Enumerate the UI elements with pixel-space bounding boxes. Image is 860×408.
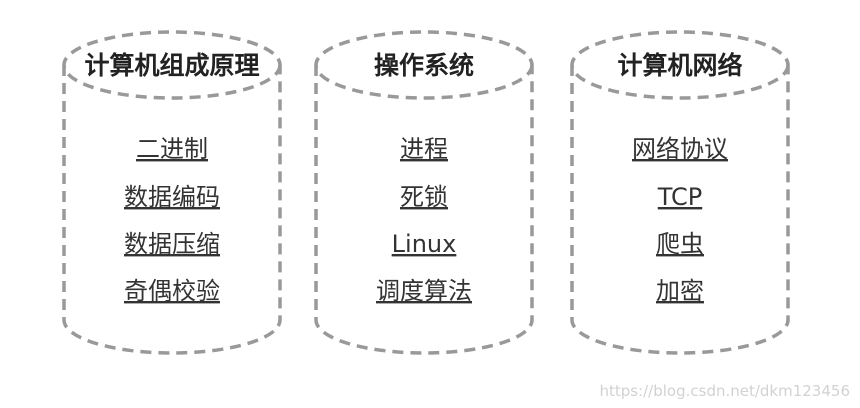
topic-link-data-encoding[interactable]: 数据编码 [124, 183, 220, 211]
topic-link-crawler[interactable]: 爬虫 [656, 230, 704, 258]
cylinder-top-ellipse [62, 30, 282, 100]
cylinder-top-ellipse [570, 30, 790, 100]
cylinder-outline [570, 65, 790, 355]
topic-link-linux[interactable]: Linux [392, 230, 457, 258]
cylinder-computer-network: 计算机网络 网络协议 TCP 爬虫 加密 [570, 30, 790, 355]
cylinder-outline [62, 65, 282, 355]
cylinder-title: 计算机组成原理 [84, 51, 259, 80]
cylinder-title: 计算机网络 [617, 51, 742, 80]
cylinder-top-ellipse [314, 30, 534, 100]
cylinder-outline [314, 65, 534, 355]
topic-link-data-compression[interactable]: 数据压缩 [124, 230, 220, 258]
topic-link-deadlock[interactable]: 死锁 [400, 183, 448, 211]
watermark: https://blog.csdn.net/dkm123456 [599, 382, 850, 400]
topic-link-scheduling-algorithm[interactable]: 调度算法 [376, 277, 472, 305]
topic-link-process[interactable]: 进程 [400, 135, 448, 163]
topic-link-parity-check[interactable]: 奇偶校验 [124, 277, 220, 305]
topic-link-tcp[interactable]: TCP [657, 183, 702, 211]
cylinder-operating-system: 操作系统 进程 死锁 Linux 调度算法 [314, 30, 534, 355]
topic-link-binary[interactable]: 二进制 [136, 135, 208, 163]
topic-link-encryption[interactable]: 加密 [656, 277, 704, 305]
cylinder-title: 操作系统 [374, 51, 474, 80]
topic-link-network-protocol[interactable]: 网络协议 [632, 135, 728, 163]
cylinder-computer-organization: 计算机组成原理 二进制 数据编码 数据压缩 奇偶校验 [62, 30, 282, 355]
